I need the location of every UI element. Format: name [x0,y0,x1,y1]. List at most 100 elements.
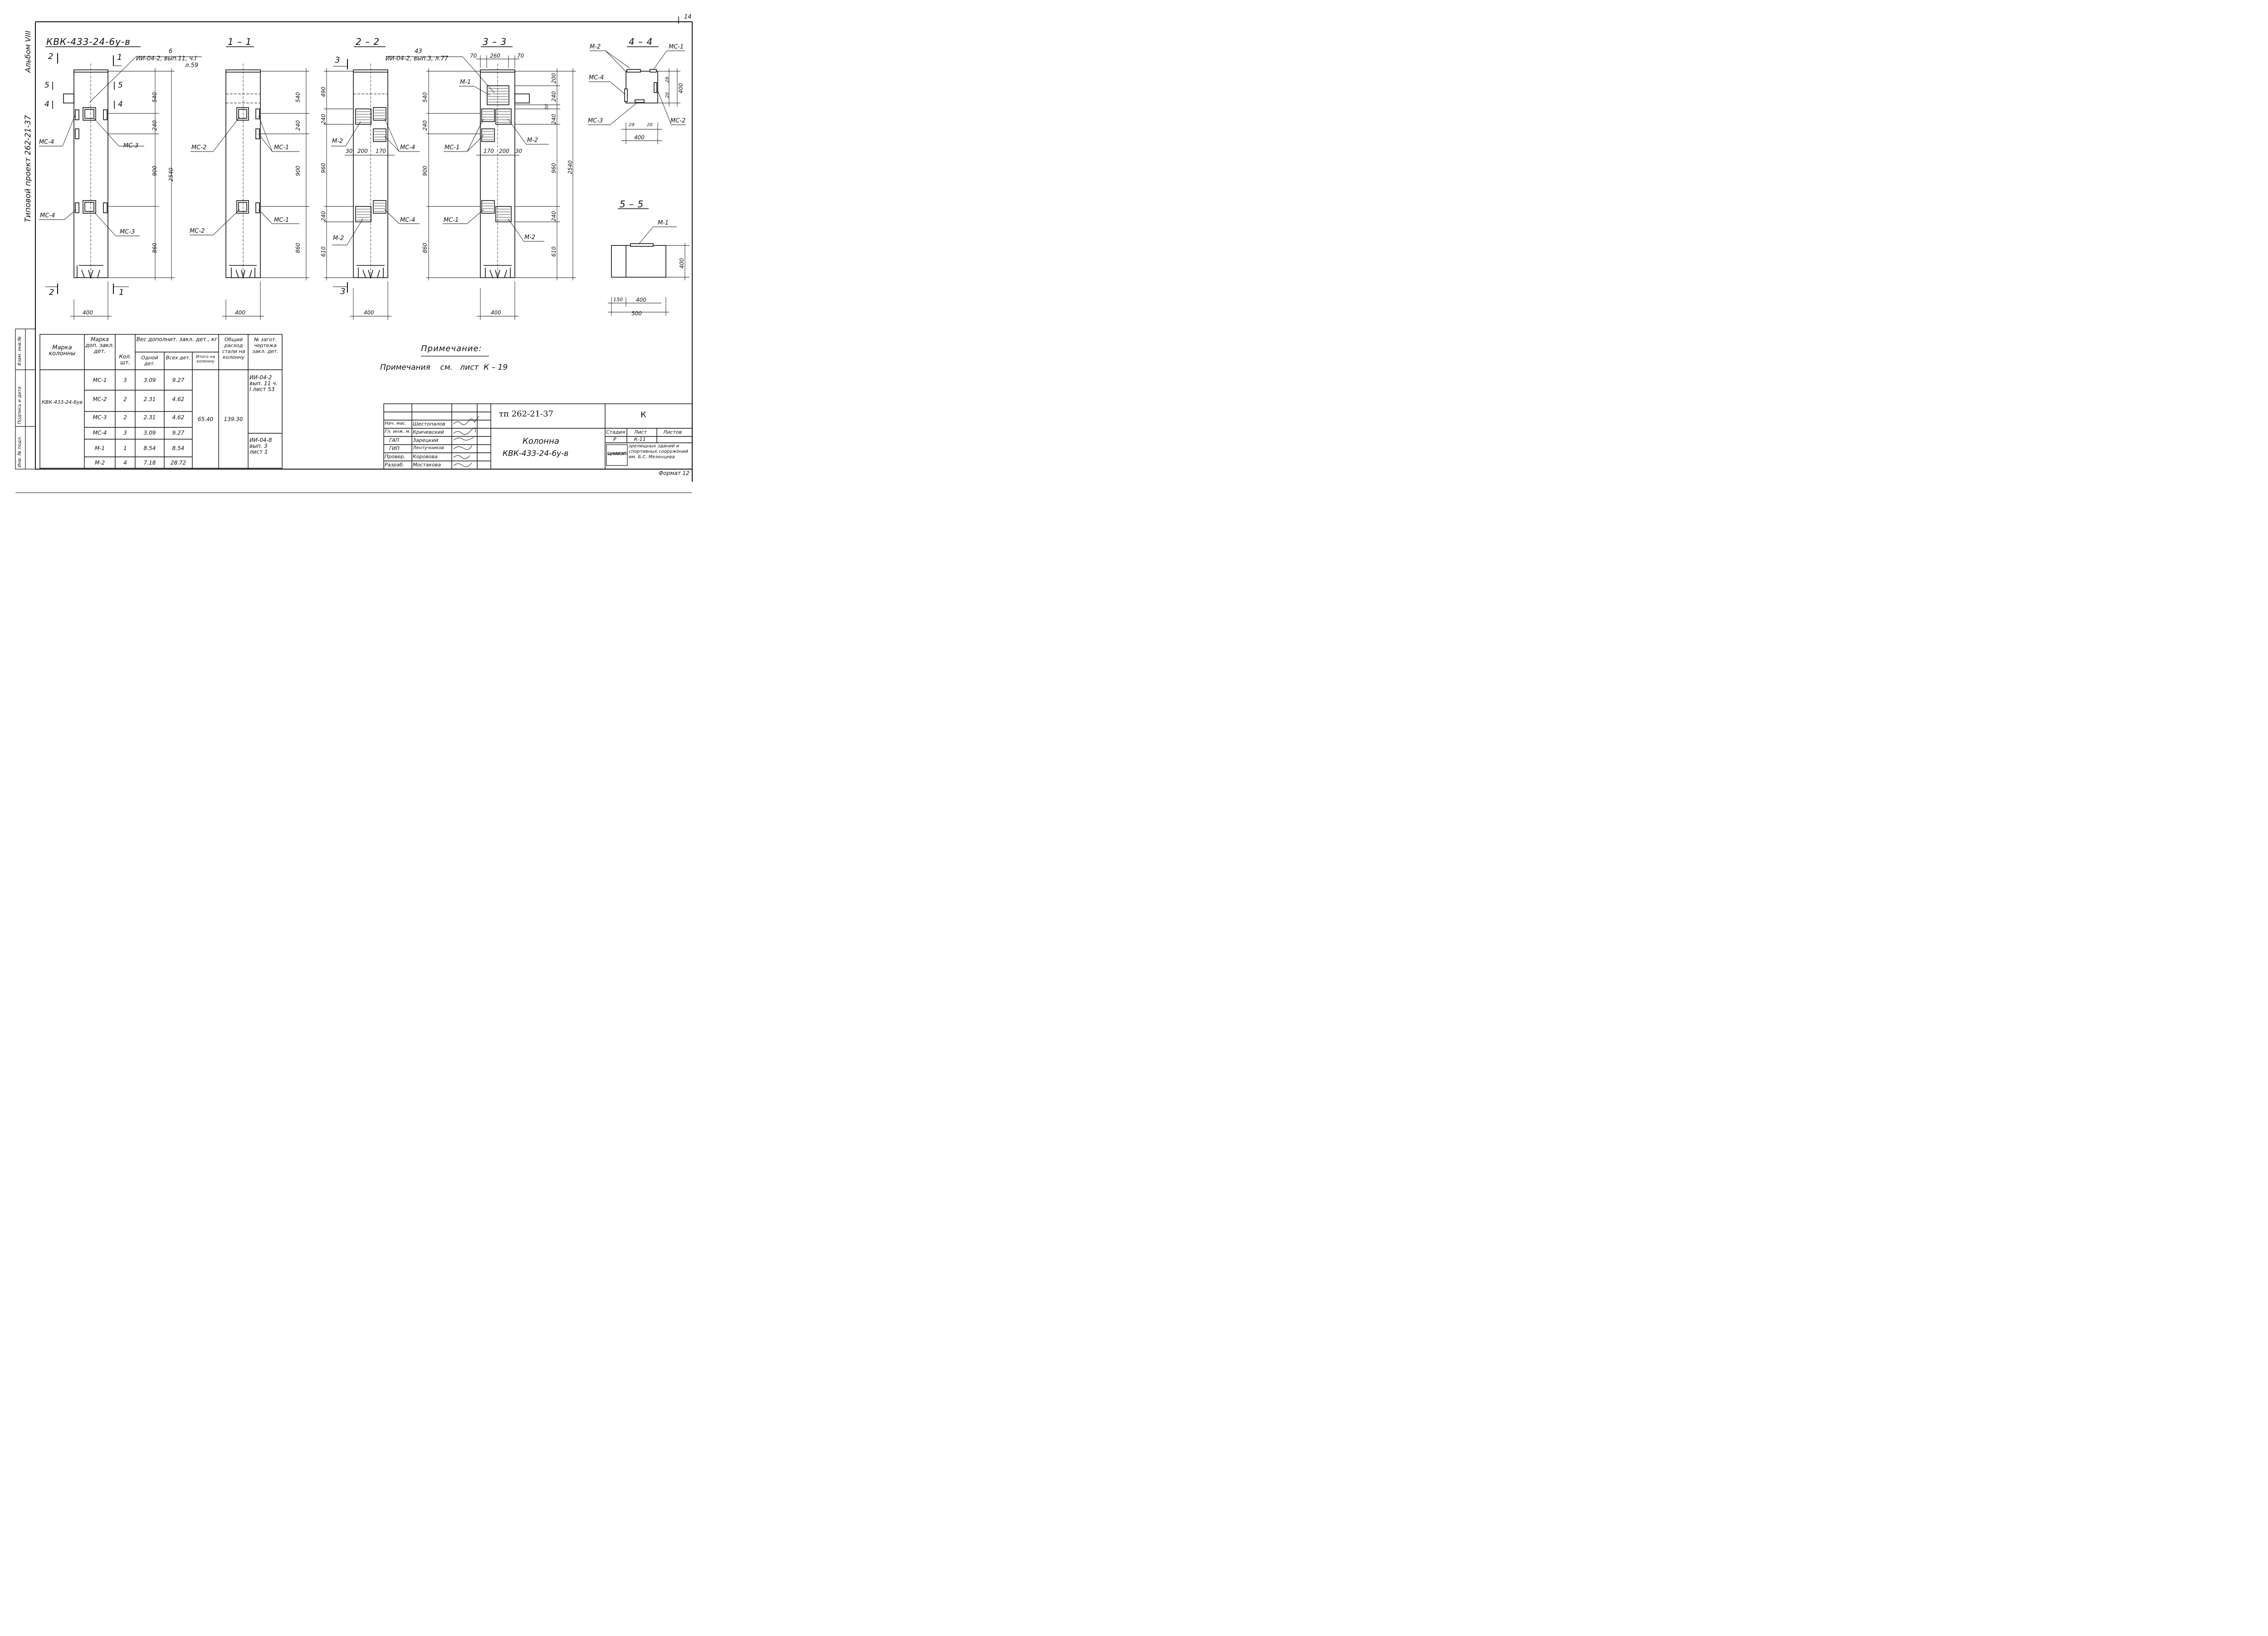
td-emb: МС-3 [93,414,107,421]
v11-label-mc1-bottom: МС-1 [274,217,289,224]
td-one: 3.09 [143,430,156,436]
main-view-dims [39,53,202,320]
v33-right-dim-960: 960 [551,163,557,173]
v33-top-dim-70-left: 70 [470,53,477,59]
v33-bottom-dim-170: 170 [484,148,494,154]
main-ref-num: 6 [169,48,173,55]
v55-dim-500: 500 [631,310,642,317]
view-2-2-hatching [357,110,385,220]
v33-dim-width: 400 [491,309,501,316]
side-album-label: Альбом VIII [24,30,32,73]
spec-table-grid [39,334,283,469]
cut-mark-2-bottom: 2 [49,288,55,297]
v44-dim-20-right: 20 [665,92,670,98]
side-project-label: Типовой проект 262-21-37 [24,115,33,222]
v33-right-dim-50: 50 [544,104,549,110]
v44-label-mc2: МС-2 [670,118,686,124]
cut-mark-5-left: 5 [44,81,50,90]
section-3-3-title: 3 – 3 [483,36,507,47]
td-emb: МС-2 [93,396,107,402]
v33-right-dim-2540: 2540 [567,160,573,174]
td-emb: М-2 [94,460,105,466]
v33-label-m1: М-1 [460,79,471,86]
tb-person: Коровова [413,454,438,460]
th-one: Одной дет. [141,355,158,367]
th-weight: Вес дополнит. закл. дет., кг [136,336,218,343]
main-ref-sheet: л.59 [185,62,198,69]
v55-dim-400-width: 400 [636,297,646,303]
v22-dim-490: 490 [320,87,327,97]
view-2-2-dims [324,59,420,320]
stamp-cell-sign-date: Подпись и дата [17,387,22,424]
v44-dim-20-bottom: 20 [647,122,653,127]
td-qty: 2 [123,396,127,402]
v33-right-dim-240-a: 240 [551,91,557,102]
stamp-cell-inv: Инв. № подл. [17,436,22,467]
sheet-frame [15,16,693,493]
td-all: 9.27 [172,430,185,436]
v22-label-m2-top: М-2 [332,138,343,145]
cut-mark-1-top: 1 [117,53,123,62]
td-one: 2.31 [143,396,156,402]
v33-label-mc1-top: МС-1 [445,144,460,151]
td-ref-2: ИИ-04-8 вып. 3 лист 1 [249,437,272,455]
v44-dim-400-right: 400 [678,83,684,93]
v33-right-dim-200: 200 [551,73,557,83]
v22-dim-960: 960 [320,163,327,173]
tb-format: Формат 12 [659,470,689,476]
view-3-3-column [480,64,530,279]
v22-dim-width: 400 [364,309,374,316]
v11-dim-900: 900 [295,166,301,176]
v22-dim-240-bottom: 240 [320,211,327,221]
th-ref: № загот. чертежа закл. дет. [252,337,279,354]
v11-dim-240: 240 [295,120,301,131]
tb-person: Шестопалов [413,421,445,427]
v11-label-mc1-top: МС-1 [274,144,289,151]
v22-label-mc4-top: МС-4 [400,144,415,151]
view-3-3-hatching [483,88,510,220]
main-label-mc3-bottom: МС-3 [120,229,135,235]
main-view-column [63,64,108,279]
v33-left-dim-240: 240 [422,120,428,131]
v44-label-m2: М-2 [590,44,601,50]
td-ref-1: ИИ-04-2 вып. 11 ч. I лист 53 [249,374,278,392]
tb-role: Нач. мас. [385,421,407,426]
v33-top-dim-260: 260 [490,53,500,59]
view-5-5-section [611,243,666,278]
view-4-4-dims [588,50,686,144]
v33-bottom-dim-200: 200 [499,148,509,154]
td-all: 28.72 [170,460,186,466]
th-steel: Общий расход стали на колонну [222,337,245,360]
main-ref-text: ИИ-04-2, вып.11, ч.I [136,55,196,62]
td-qty: 3 [123,430,127,436]
tb-stage-header: Стадия [606,429,626,435]
v55-dim-150: 150 [613,297,623,303]
td-emb: МС-4 [93,430,107,436]
v33-left-dim-900: 900 [422,166,428,176]
main-dim-860: 860 [152,243,158,253]
td-qty: 2 [123,414,127,421]
stamp-cell-replace: Взам. инв.№ [17,336,22,366]
v44-dim-29-right: 29 [665,77,670,83]
v33-right-dim-610: 610 [551,246,557,257]
v33-label-m2-top: М-2 [527,137,538,144]
td-one: 7.18 [143,460,156,466]
v22-bottom-dim-200: 200 [357,148,368,154]
main-view-title: КВК-433-24-6у-в [46,36,131,47]
td-qty: 3 [123,377,127,383]
tb-person: Лентучников [413,446,444,451]
v33-right-dim-240-c: 240 [551,211,557,221]
v33-label-mc1-bottom: МС-1 [444,217,459,224]
v44-dim-29-bottom: 29 [629,122,635,127]
tb-sheet-header: Лист [634,429,647,435]
td-all: 9.27 [172,377,185,383]
v22-dim-610: 610 [320,246,327,257]
tb-role: Разраб. [385,462,405,468]
tb-org-logo: ЦНИИЭП [607,452,627,456]
td-one: 2.31 [143,414,156,421]
td-qty: 1 [123,445,127,451]
td-qty: 4 [123,460,127,466]
tb-person: Мостакова [413,462,441,468]
v22-dim-240-top: 240 [320,114,327,124]
tb-person: Кричевский [413,429,444,435]
